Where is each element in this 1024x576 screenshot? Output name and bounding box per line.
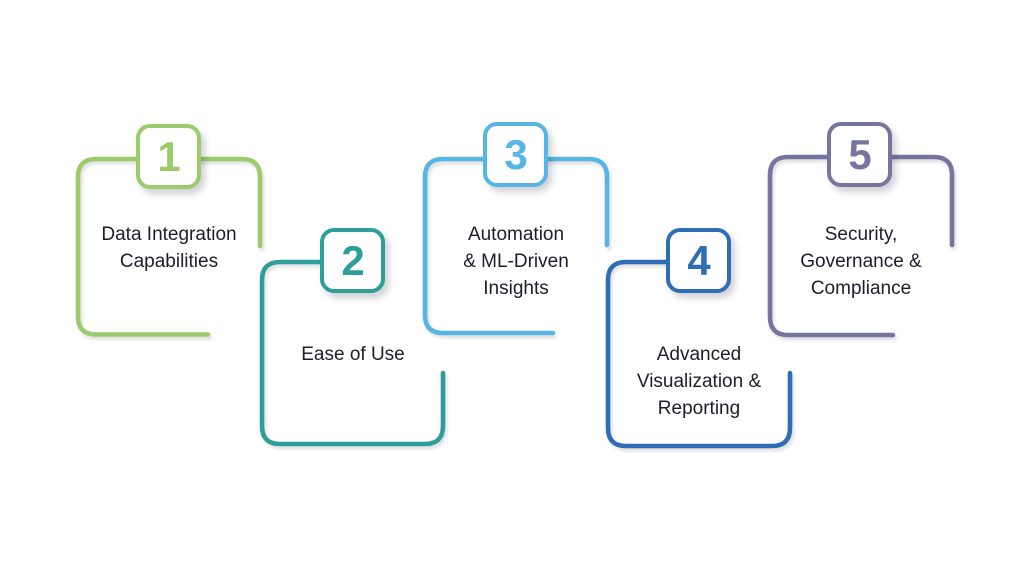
card-outline-step-1: [75, 156, 263, 337]
step-number: 3: [504, 130, 527, 178]
title-line: Advanced: [656, 344, 742, 365]
title-line: Reporting: [657, 398, 741, 419]
step-title-1: Data Integration Capabilities: [71, 221, 267, 275]
card-outline-step-3: [422, 156, 610, 336]
title-line: Insights: [483, 278, 549, 299]
step-number-badge-2: 2: [320, 228, 385, 293]
title-line: & ML-Driven: [463, 251, 569, 272]
step-number: 5: [848, 130, 871, 178]
title-line: Visualization &: [636, 371, 762, 392]
step-number: 4: [687, 236, 710, 284]
step-number-badge-1: 1: [136, 124, 201, 189]
title-line: Capabilities: [119, 251, 219, 272]
title-line: Governance &: [800, 251, 922, 272]
step-number-badge-5: 5: [827, 122, 892, 187]
step-title-4: Advanced Visualization & Reporting: [601, 341, 797, 422]
step-number: 1: [157, 132, 180, 180]
step-title-3: Automation & ML-Driven Insights: [418, 221, 614, 302]
step-number: 2: [341, 236, 364, 284]
step-number-badge-3: 3: [483, 122, 548, 187]
card-outline-step-2: [259, 259, 446, 447]
title-line: Ease of Use: [301, 344, 405, 365]
title-line: Automation: [467, 224, 565, 245]
title-line: Compliance: [810, 278, 912, 299]
step-title-2: Ease of Use: [255, 341, 451, 368]
title-line: Security,: [824, 224, 898, 245]
step-number-badge-4: 4: [666, 228, 731, 293]
title-line: Data Integration: [101, 224, 237, 245]
card-outline-step-4: [605, 259, 793, 449]
step-title-5: Security, Governance & Compliance: [763, 221, 959, 302]
card-outline-step-5: [767, 154, 955, 338]
